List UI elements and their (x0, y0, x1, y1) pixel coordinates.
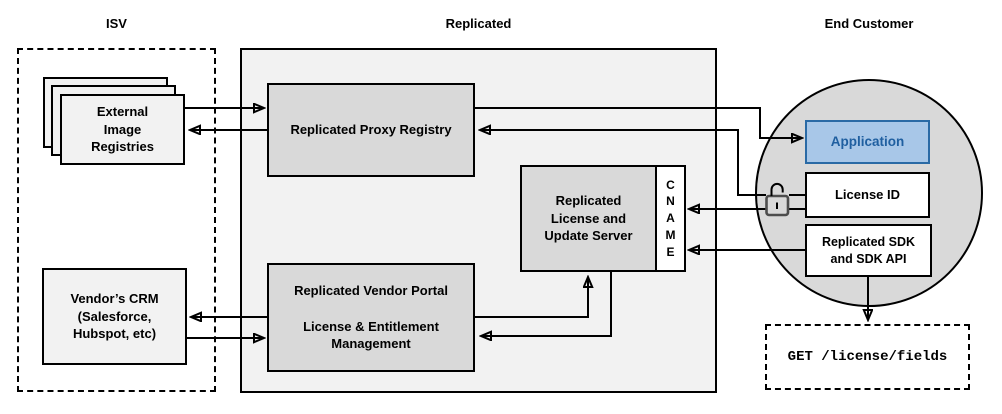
license-update-server-node: Replicated License and Update Server (520, 165, 657, 272)
vendors-crm-node: Vendor’s CRM (Salesforce, Hubspot, etc) (42, 268, 187, 365)
isv-section-label: ISV (106, 16, 127, 31)
sdk-node: Replicated SDK and SDK API (805, 224, 932, 277)
replicated-section-label: Replicated (445, 16, 512, 31)
isv-dashed-frame (17, 48, 216, 392)
get-license-fields-node: GET /license/fields (765, 324, 970, 390)
external-registries-node: External Image Registries (60, 94, 185, 165)
vendor-portal-node: Replicated Vendor Portal License & Entit… (267, 263, 475, 372)
cname-node: C N A M E (655, 165, 686, 272)
application-node: Application (805, 120, 930, 164)
end-customer-section-label: End Customer (824, 16, 914, 31)
license-id-node: License ID (805, 172, 930, 218)
get-license-fields-label: GET /license/fields (787, 349, 948, 365)
proxy-registry-node: Replicated Proxy Registry (267, 83, 475, 177)
